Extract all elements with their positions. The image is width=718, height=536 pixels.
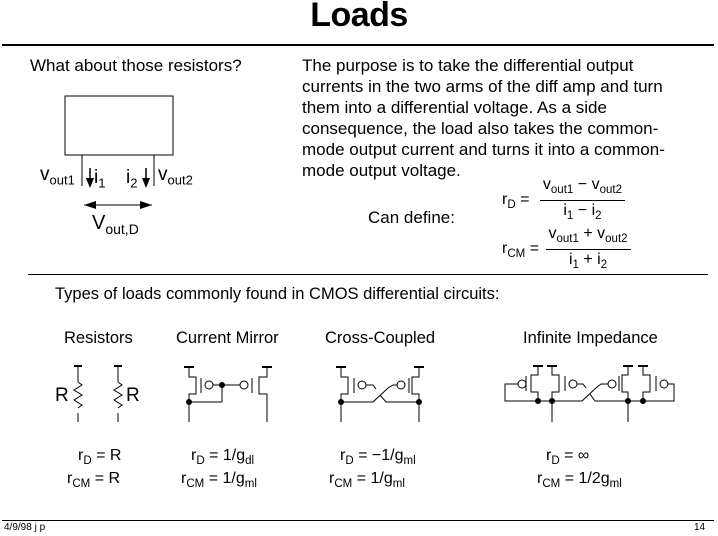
footer-rule	[2, 520, 714, 521]
load-type-label-cross-coupled: Cross-Coupled	[325, 329, 436, 347]
question-text: What about those resistors?	[30, 56, 242, 75]
paragraph-line: currents in the two arms of the diff amp…	[302, 77, 663, 96]
infinite-impedance-rcm: rCM = 1/2gml	[537, 470, 622, 491]
load-type-label-resistors: Resistors	[64, 329, 133, 347]
cross-coupled-results: rD = −1/gml rCM = 1/gml	[329, 447, 416, 490]
footer-date-author: 4/9/98 j p	[4, 522, 46, 533]
page-title: Loads	[310, 0, 408, 34]
load-type-label-infinite-impedance: Infinite Impedance	[523, 329, 658, 347]
can-define-label: Can define:	[368, 208, 455, 227]
purpose-paragraph: The purpose is to take the differential …	[302, 55, 712, 181]
rcm-fraction: vout1 + vout2 i1 + i2	[545, 225, 631, 274]
infinite-impedance-results: rD = ∞ rCM = 1/2gml	[537, 447, 622, 490]
rd-formula: rD = vout1 − vout2 i1 − i2	[502, 176, 625, 225]
resistor-right-icon	[113, 365, 123, 422]
current-mirror-rcm: rCM = 1/gml	[181, 470, 257, 491]
load-block	[64, 95, 174, 156]
voutd-double-arrow-icon	[84, 201, 152, 209]
paragraph-line: The purpose is to take the differential …	[302, 56, 634, 75]
cross-coupled-rd: rD = −1/gml	[340, 447, 416, 468]
rcm-formula: rCM = vout1 + vout2 i1 + i2	[502, 225, 631, 274]
vout1-label: vout1	[40, 164, 75, 188]
rd-denominator: i1 − i2	[563, 202, 602, 223]
rcm-lhs: rCM =	[502, 239, 540, 260]
current-mirror-circuit-icon	[184, 366, 272, 422]
current-mirror-rd: rD = 1/gdl	[191, 447, 255, 468]
rd-numerator: vout1 − vout2	[539, 176, 625, 202]
title-rule	[2, 44, 714, 46]
cross-coupled-rcm: rCM = 1/gml	[329, 470, 405, 491]
resistors-rcm: rCM = R	[67, 470, 121, 491]
paragraph-line: mode output voltage.	[302, 161, 461, 180]
paragraph-line: mode output current and turns it into a …	[302, 140, 665, 159]
infinite-impedance-rd: rD = ∞	[546, 447, 590, 468]
load-type-label-current-mirror: Current Mirror	[176, 329, 279, 347]
voutd-label: Vout,D	[92, 212, 139, 237]
rd-lhs: rD =	[502, 190, 530, 211]
paragraph-line: consequence, the load also takes the com…	[302, 119, 659, 138]
i1-label: i1	[94, 167, 106, 191]
types-heading: Types of loads commonly found in CMOS di…	[55, 285, 500, 303]
rcm-numerator: vout1 + vout2	[545, 225, 631, 251]
resistors-rd: rD = R	[78, 447, 122, 468]
cross-coupled-circuit-icon	[336, 366, 424, 422]
rcm-denominator: i1 + i2	[568, 251, 608, 272]
current-mirror-results: rD = 1/gdl rCM = 1/gml	[181, 447, 257, 490]
i1-arrow-icon	[86, 168, 94, 188]
rd-fraction: vout1 − vout2 i1 − i2	[539, 176, 625, 225]
infinite-impedance-circuit-icon	[504, 365, 675, 422]
vout2-label: vout2	[158, 164, 193, 188]
resistor-label-left: R	[55, 385, 69, 406]
resistor-label-right: R	[126, 385, 140, 406]
section-rule	[28, 274, 708, 275]
i2-label: i2	[126, 167, 138, 191]
page-number: 14	[694, 522, 706, 533]
i2-arrow-icon	[142, 168, 150, 188]
paragraph-line: them into a differential voltage. As a s…	[302, 98, 607, 117]
resistor-left-icon	[73, 365, 83, 422]
resistors-results: rD = R rCM = R	[67, 447, 121, 490]
